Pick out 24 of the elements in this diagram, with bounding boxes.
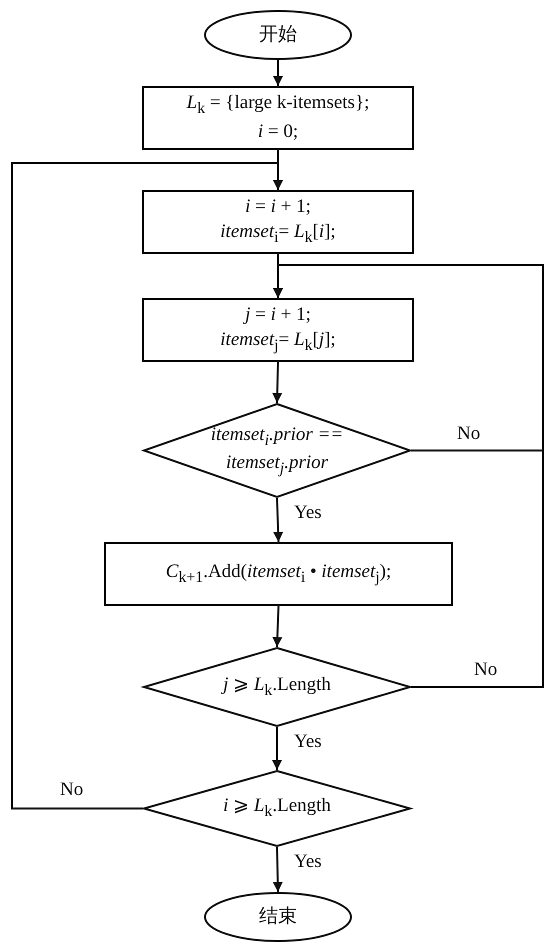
arrow <box>272 606 282 648</box>
terminal-label: 开始 <box>259 22 297 47</box>
arrow <box>272 846 283 892</box>
process-box <box>142 298 414 362</box>
process-box <box>142 190 414 254</box>
process-box <box>142 86 414 150</box>
arrow <box>11 162 283 810</box>
statement-text: j = i + 1; <box>245 303 311 328</box>
statement-text: itemset$_{j}$= L$_{k}$[j]; <box>220 328 336 356</box>
statement-text: i = i + 1; <box>245 195 311 220</box>
arrow <box>273 60 283 86</box>
arrow <box>273 498 284 542</box>
statement-text: i = 0; <box>258 120 298 144</box>
condition-text: itemset$_{i}$.prior == itemset$_{j}$.prior <box>210 422 344 478</box>
condition-text: i ⩾ L$_{k}$.Length <box>223 794 331 822</box>
arrow <box>272 362 282 404</box>
terminal-label: 结束 <box>259 904 297 929</box>
arrow <box>273 264 544 688</box>
process-box <box>104 542 453 606</box>
statement-text: itemset$_{i}$= L$_{k}$[i]; <box>220 220 336 248</box>
statement-text: L$_{k}$ = {large k-itemsets}; <box>186 91 370 120</box>
statement-text: C$_{k+1}$.Add(itemset$_{i}$ • itemset$_{j}$); <box>166 560 392 588</box>
arrow <box>272 727 282 770</box>
condition-text: j ⩾ L$_{k}$.Length <box>223 672 331 701</box>
